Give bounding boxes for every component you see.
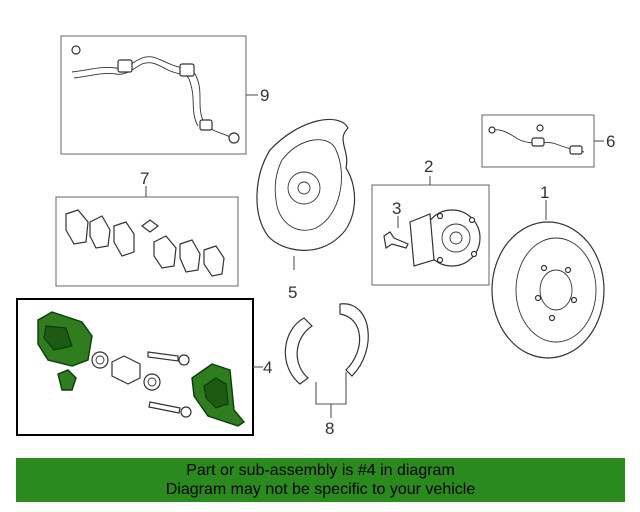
part-2-group[interactable]: 2 xyxy=(371,157,490,286)
banner-line-2: Diagram may not be specific to your vehi… xyxy=(165,481,476,498)
part-1-group[interactable]: 1 xyxy=(491,183,605,359)
part-4-seal xyxy=(91,351,109,369)
callout-4: 4 xyxy=(263,358,272,377)
part-4-group[interactable]: 4 xyxy=(16,298,272,436)
part-8-shoe-right xyxy=(339,303,369,377)
part-4-bracket-small xyxy=(57,369,77,391)
part-9-connector-left xyxy=(71,45,81,55)
part-7-pad-3 xyxy=(113,221,135,257)
part-5-group[interactable]: 5 xyxy=(256,118,356,302)
part-3-hub-bolt xyxy=(383,231,409,250)
callout-8: 8 xyxy=(325,419,334,438)
part-3-group[interactable]: 3 xyxy=(383,199,409,250)
part-4-piston xyxy=(111,355,141,385)
part-7-pad-5 xyxy=(179,239,201,273)
part-9-sensor-end xyxy=(228,132,240,144)
part-6-group[interactable]: 6 xyxy=(481,114,615,168)
part-7-shim xyxy=(141,219,159,233)
part-7-pad-1 xyxy=(65,209,89,245)
part-7-pad-6 xyxy=(203,245,225,277)
callout-5: 5 xyxy=(288,283,297,302)
callout-6: 6 xyxy=(606,132,615,151)
banner-line-1: Part or sub-assembly is #4 in diagram xyxy=(186,462,455,479)
part-7-pad-2 xyxy=(89,215,111,249)
callout-3: 3 xyxy=(392,199,401,218)
callout-1: 1 xyxy=(540,183,549,202)
part-7-box xyxy=(55,196,239,287)
part-7-group[interactable]: 7 xyxy=(55,169,239,287)
callout-7: 7 xyxy=(140,169,149,188)
part-9-box xyxy=(60,35,247,155)
part-9-group[interactable]: 9 xyxy=(60,35,269,155)
callout-9: 9 xyxy=(260,86,269,105)
part-8-shoe-left xyxy=(284,317,313,385)
part-4-slide-pin-bottom xyxy=(148,401,181,414)
part-1-rotor-outer xyxy=(491,221,605,359)
part-7-pad-4 xyxy=(153,235,177,269)
info-banner: Part or sub-assembly is #4 in diagram Di… xyxy=(16,458,625,502)
part-4-slide-pin-top xyxy=(147,351,179,362)
part-4-boot xyxy=(143,373,161,391)
part-2-hub-body xyxy=(409,213,435,267)
callout-2: 2 xyxy=(424,157,433,176)
part-8-group[interactable]: 8 xyxy=(284,303,369,438)
